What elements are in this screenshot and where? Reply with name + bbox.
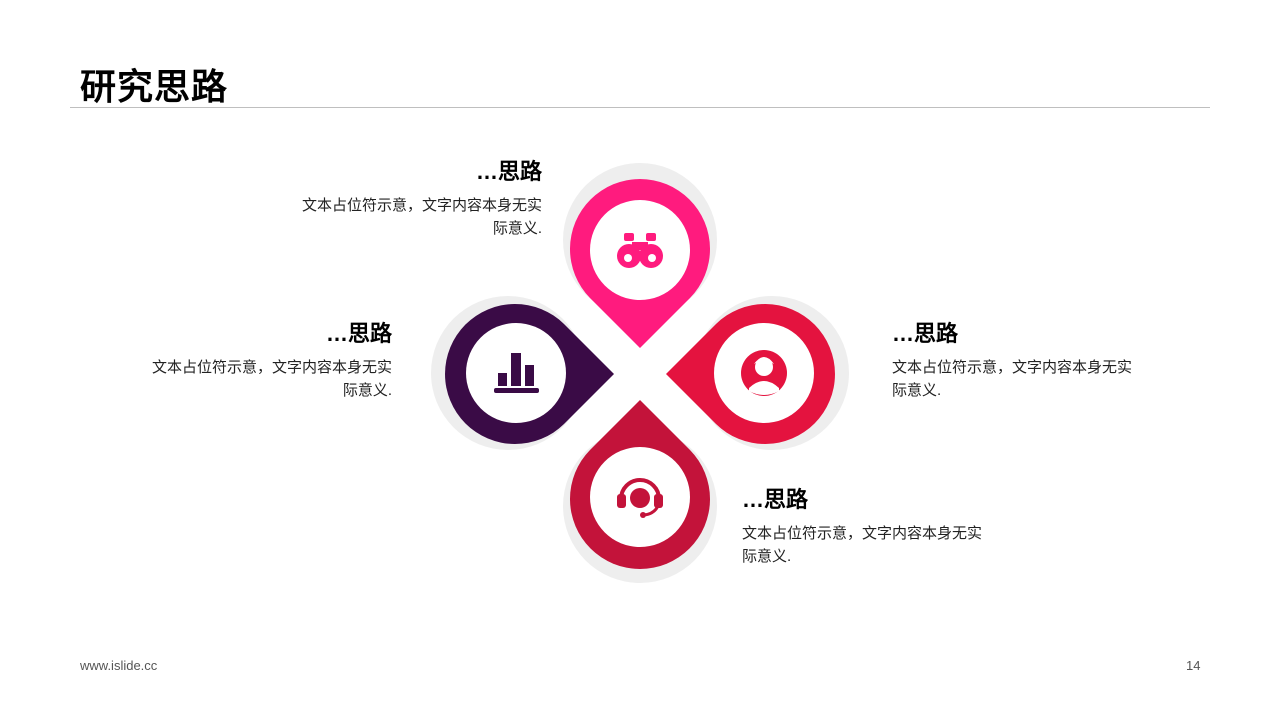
page-title: 研究思路: [80, 66, 229, 107]
binoculars-icon: [617, 233, 663, 268]
idea-block-bottom: …思路 文本占位符示意，文字内容本身无实际意义.: [742, 486, 984, 568]
idea-block-left: …思路 文本占位符示意，文字内容本身无实际意义.: [150, 320, 392, 402]
idea-block-right: …思路 文本占位符示意，文字内容本身无实际意义.: [892, 320, 1134, 402]
user-icon: [741, 350, 787, 396]
title-divider: [70, 107, 1210, 108]
idea-description: 文本占位符示意，文字内容本身无实际意义.: [151, 359, 392, 399]
idea-heading: …思路: [325, 321, 392, 346]
headset-icon: [617, 478, 663, 518]
idea-description: 文本占位符示意，文字内容本身无实际意义.: [742, 525, 983, 565]
idea-description: 文本占位符示意，文字内容本身无实际意义.: [892, 359, 1133, 399]
bar-chart-icon: [494, 353, 539, 393]
idea-heading: …思路: [742, 487, 809, 512]
idea-heading: …思路: [475, 159, 542, 184]
page-number: 14: [1186, 658, 1201, 673]
idea-heading: …思路: [892, 321, 959, 346]
footer-website: www.islide.cc: [80, 658, 158, 673]
idea-block-top: …思路 文本占位符示意，文字内容本身无实际意义.: [300, 158, 542, 240]
idea-description: 文本占位符示意，文字内容本身无实际意义.: [301, 197, 542, 237]
